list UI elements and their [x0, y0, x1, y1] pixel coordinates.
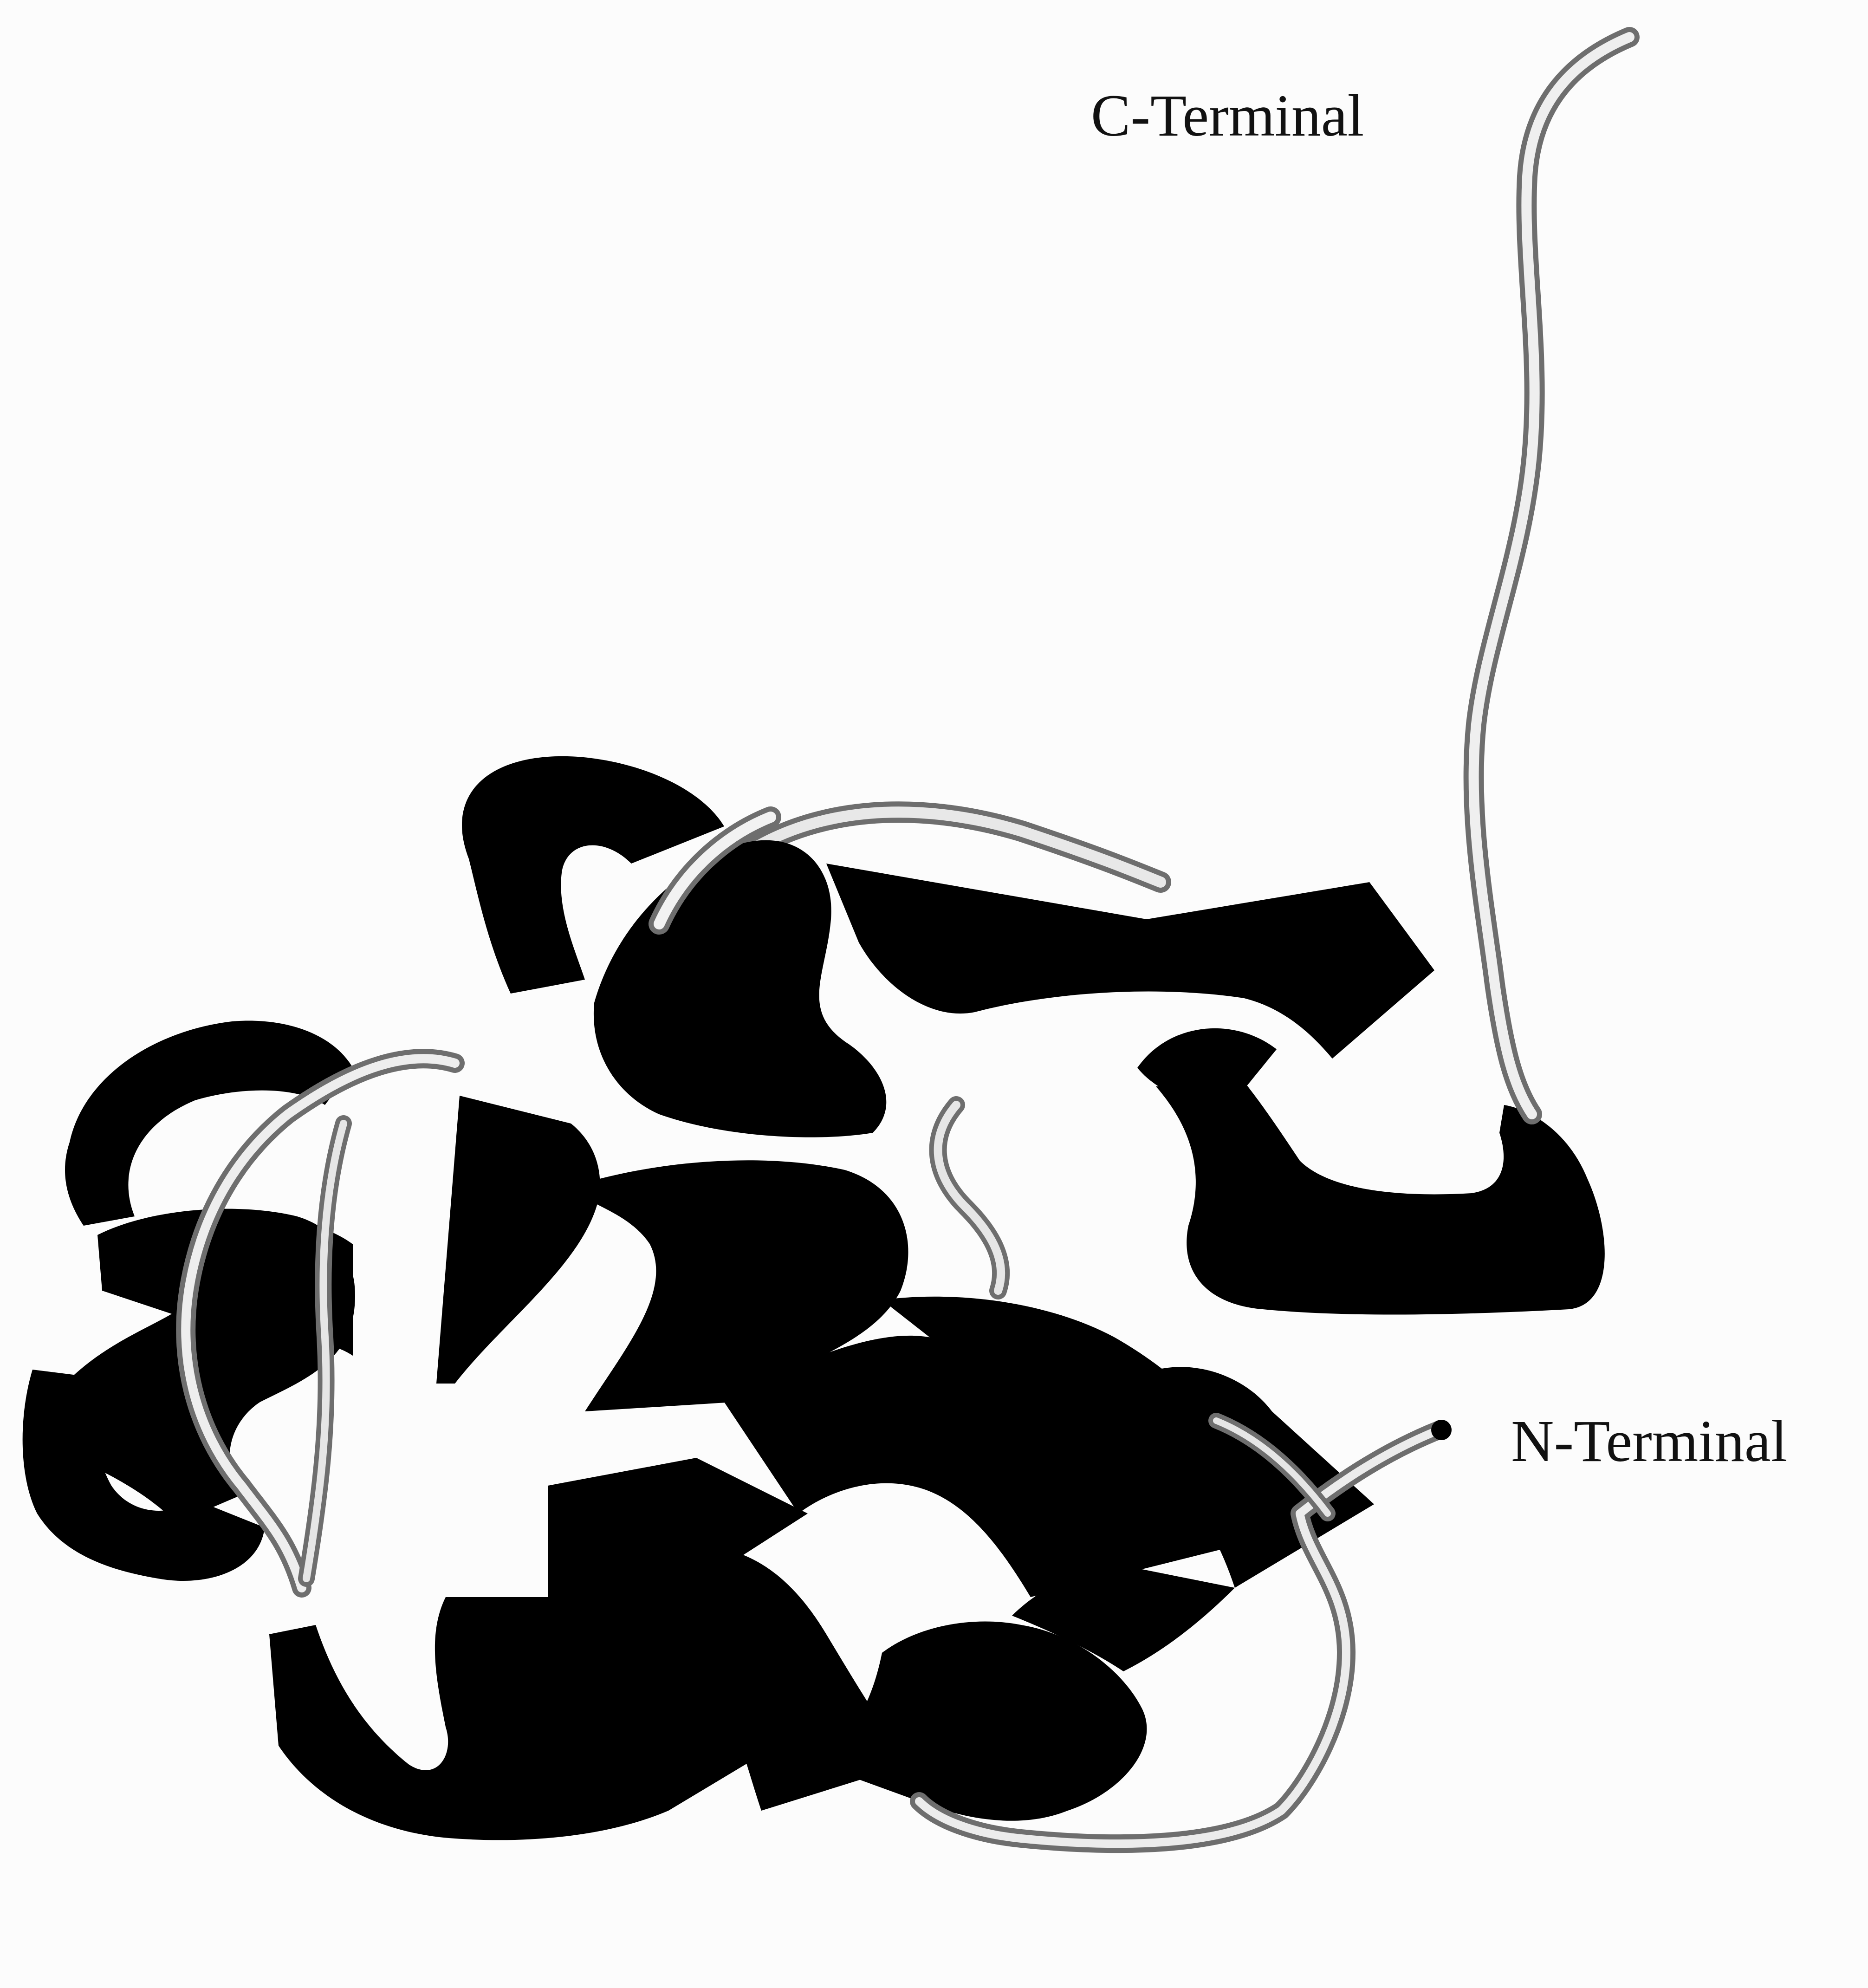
c-terminal-label: C-Terminal [1091, 86, 1364, 145]
coil-c-terminal [1474, 37, 1629, 1114]
n-terminal-label: N-Terminal [1511, 1411, 1787, 1471]
helix-central-turn-1 [436, 1096, 600, 1384]
helix-upper-tail [826, 864, 1434, 1059]
helix-left-turn-1 [65, 1020, 353, 1226]
n-terminal-end-icon [1431, 1420, 1452, 1440]
coil-center-connector [938, 1105, 1001, 1291]
